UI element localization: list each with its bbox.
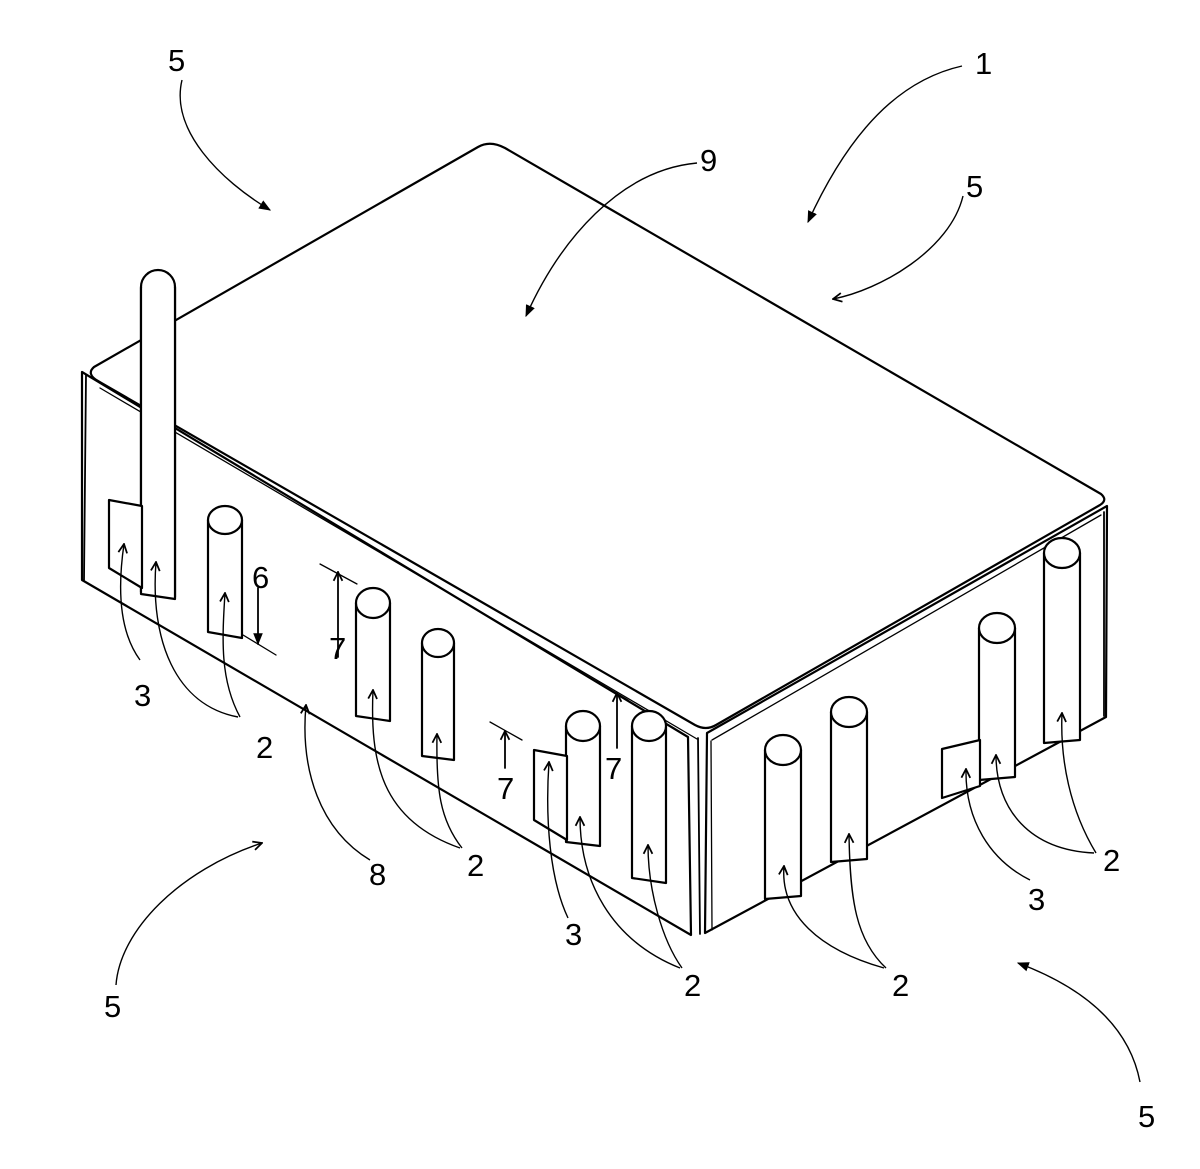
ref-8: 8 — [369, 857, 386, 892]
ref-2-e: 2 — [1103, 843, 1120, 878]
ref-7-c: 7 — [605, 751, 622, 786]
tab — [940, 738, 982, 800]
leader-2-c2 — [648, 845, 683, 969]
leader-3-c — [966, 769, 1031, 881]
ref-7-a: 7 — [329, 631, 346, 666]
front-corner-edge-inner — [710, 740, 713, 931]
leader-5-top-right — [833, 195, 964, 299]
right-side-wall — [703, 504, 1109, 935]
leader-5-top-left — [179, 79, 272, 211]
reference-numerals: 5 1 9 5 6 7 3 2 7 7 2 8 3 2 5 2 3 2 5 — [104, 43, 1155, 1134]
leader-lines — [115, 65, 1141, 1083]
leader-3-a — [121, 544, 141, 661]
ref-2-a: 2 — [256, 730, 273, 765]
leader-5-left — [115, 843, 262, 986]
leader-2-c1 — [580, 817, 681, 969]
leader-1 — [807, 65, 963, 224]
rib — [206, 504, 244, 640]
ref-2-c: 2 — [684, 968, 701, 1003]
leader-9 — [525, 162, 698, 318]
ref-7-b: 7 — [497, 771, 514, 806]
leader-2-e2 — [1062, 713, 1097, 854]
rib-left-first — [139, 286, 177, 601]
height-markers — [242, 563, 629, 769]
ref-6: 6 — [252, 560, 269, 595]
rib — [977, 611, 1017, 782]
ref-2-d: 2 — [892, 968, 909, 1003]
ref-9: 9 — [700, 143, 717, 178]
leader-2-a1 — [155, 562, 239, 718]
leader-2-b1 — [373, 690, 461, 849]
lid-top-surface — [89, 142, 1106, 730]
rib — [763, 733, 803, 901]
leader-2-d2 — [849, 834, 887, 969]
ref-3-a: 3 — [134, 678, 151, 713]
ref-5-bottom-right: 5 — [1138, 1099, 1155, 1134]
rib — [354, 586, 392, 723]
rib — [1042, 536, 1082, 745]
left-corner-edge — [83, 374, 87, 581]
leader-2-a2 — [223, 593, 241, 718]
rib — [420, 627, 456, 762]
ref-5-top-right: 5 — [966, 169, 983, 204]
ref-5-top-left: 5 — [168, 43, 185, 78]
lid-rim-left — [99, 387, 698, 740]
rib — [630, 709, 668, 885]
ref-2-b: 2 — [467, 848, 484, 883]
rib — [829, 695, 869, 864]
ref-5-left: 5 — [104, 989, 121, 1024]
ref-3-c: 3 — [1028, 882, 1045, 917]
ref-1: 1 — [975, 46, 992, 81]
tab — [532, 748, 569, 842]
leader-2-b2 — [437, 734, 463, 849]
leader-3-b — [548, 762, 569, 919]
leader-5-bottom-right — [1016, 962, 1141, 1083]
leader-2-e1 — [996, 755, 1095, 854]
leader-8 — [305, 705, 371, 861]
ref-3-b: 3 — [565, 917, 582, 952]
leader-2-d1 — [784, 866, 885, 969]
lid-rim-right — [711, 514, 1102, 741]
rib — [564, 709, 602, 848]
front-corner-edge — [697, 737, 701, 935]
